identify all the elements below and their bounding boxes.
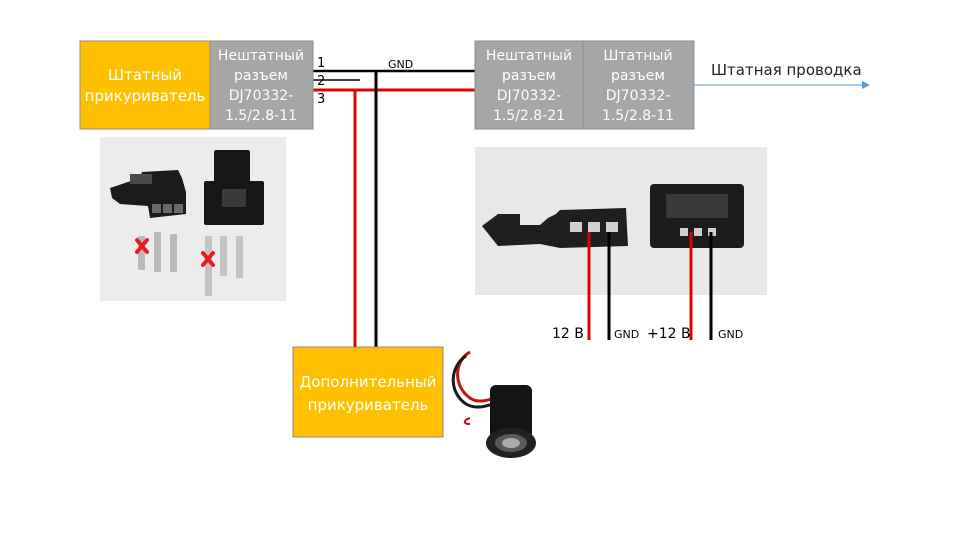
connector-21-photo bbox=[482, 208, 628, 248]
box-connector-11-right: Штатный разъем DJ70332- 1.5/2.8-11 bbox=[582, 40, 695, 130]
pin-label-1: 1 bbox=[317, 56, 325, 71]
box-connector-11-left-line2: разъем bbox=[234, 68, 288, 84]
pin-label-3: 3 bbox=[317, 92, 325, 107]
label-gnd-top: GND bbox=[388, 58, 413, 71]
label-gnd-right: GND bbox=[718, 328, 743, 341]
box-additional-lighter-line2: прикуриватель bbox=[308, 396, 429, 414]
box-connector-11-left-line4: 1.5/2.8-11 bbox=[225, 108, 297, 124]
connector-male-top bbox=[214, 150, 250, 184]
box-connector-11-left-line3: DJ70332- bbox=[229, 88, 294, 104]
box-connector-21-line4: 1.5/2.8-21 bbox=[493, 108, 565, 124]
removed-pin-cross-icon bbox=[201, 251, 215, 267]
label-12v-right: +12 В bbox=[647, 326, 691, 342]
box-additional-lighter-line1: Дополнительный bbox=[300, 373, 437, 391]
box-connector-11-left-line1: Нештатный bbox=[218, 48, 304, 64]
box-connector-11-left: Нештатный разъем DJ70332- 1.5/2.8-11 bbox=[209, 40, 314, 130]
box-additional-lighter: Дополнительный прикуриватель bbox=[292, 346, 444, 438]
box-connector-21-line3: DJ70332- bbox=[497, 88, 562, 104]
connector-latch bbox=[130, 174, 152, 184]
pin-label-2: 2 bbox=[317, 74, 325, 89]
box-connector-21: Нештатный разъем DJ70332- 1.5/2.8-21 bbox=[474, 40, 584, 130]
removed-pin-cross-icon bbox=[135, 238, 149, 254]
box-original-lighter: Штатный прикуриватель bbox=[79, 40, 211, 130]
lighter-socket-icon bbox=[451, 350, 536, 458]
box-original-lighter-line1: Штатный bbox=[108, 66, 182, 84]
photo-right-connectors bbox=[475, 147, 767, 295]
box-connector-11-right-line3: DJ70332- bbox=[606, 88, 671, 104]
photo-left-connectors bbox=[100, 137, 286, 301]
box-connector-11-right-line2: разъем bbox=[611, 68, 665, 84]
box-original-lighter-line2: прикуриватель bbox=[85, 87, 206, 105]
box-connector-11-right-line4: 1.5/2.8-11 bbox=[602, 108, 674, 124]
arrow-head-icon bbox=[862, 81, 870, 89]
label-gnd-left: GND bbox=[614, 328, 639, 341]
label-original-wiring: Штатная проводка bbox=[711, 61, 862, 79]
label-12v-left: 12 В bbox=[552, 326, 584, 342]
box-connector-21-line2: разъем bbox=[502, 68, 556, 84]
box-connector-21-line1: Нештатный bbox=[486, 48, 572, 64]
terminals-left bbox=[138, 232, 243, 296]
box-connector-11-right-line1: Штатный bbox=[603, 48, 672, 64]
